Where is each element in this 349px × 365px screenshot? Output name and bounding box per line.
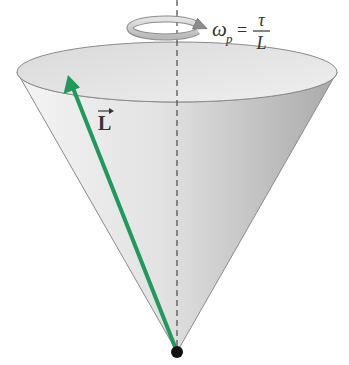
rotation-axis [176,0,177,352]
torque-symbol: τ [258,11,264,29]
fraction-bar [253,30,270,31]
precession-ring-edge [130,19,198,37]
subscript: p [226,32,233,45]
momentum-symbol: L [256,34,266,52]
pivot-point [171,346,183,358]
angular-momentum-arrow [73,88,176,348]
equals-sign: = [237,21,247,39]
precession-arrowhead [193,19,208,30]
omega-symbol: ω [212,19,227,40]
precession-ring [130,19,198,37]
vector-label: L [98,113,111,133]
angular-momentum-arrowhead [64,75,81,94]
